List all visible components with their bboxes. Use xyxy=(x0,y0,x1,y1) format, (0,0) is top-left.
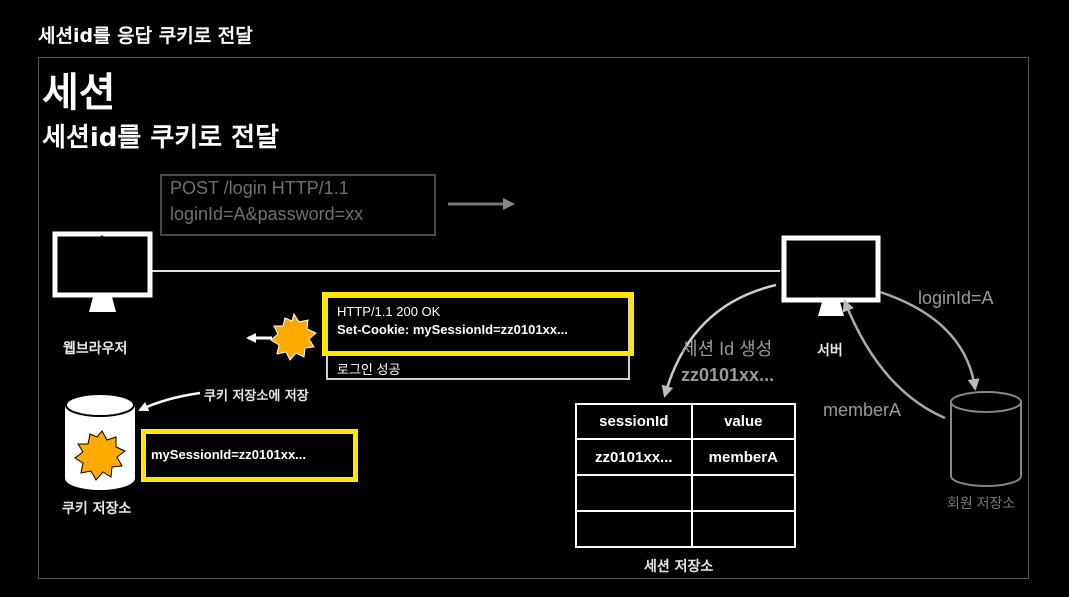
table-row xyxy=(575,474,797,512)
cookie-store-note: 쿠키 저장소에 저장 xyxy=(204,389,309,404)
cookie-value: mySessionId=zz0101xx... xyxy=(151,447,307,462)
table-cell xyxy=(690,474,797,512)
slide-frame xyxy=(38,57,1029,579)
table-cell xyxy=(575,474,693,512)
cookie-store-arrow xyxy=(138,391,201,412)
response-body: 로그인 성공 xyxy=(337,362,401,377)
table-header-cell: value xyxy=(690,403,797,440)
table-header-row: sessionId value xyxy=(575,403,797,440)
login-query-label: loginId=A xyxy=(918,288,994,308)
cookie-store-label: 쿠키 저장소 xyxy=(62,501,132,517)
server-monitor-icon xyxy=(781,235,881,316)
response-set-cookie: Set-Cookie: mySessionId=zz0101xx... xyxy=(337,322,568,337)
response-highlight xyxy=(322,292,634,356)
request-line: POST /login HTTP/1.1 xyxy=(170,178,349,198)
browser-monitor-icon xyxy=(52,231,153,312)
table-header-cell: sessionId xyxy=(575,403,693,440)
login-query-arrow xyxy=(879,290,980,391)
session-create-label: 세션 Id 생성 xyxy=(681,339,773,359)
session-store-table: sessionId value zz0101xx... memberA xyxy=(575,403,797,548)
table-cell: zz0101xx... xyxy=(575,438,693,476)
slide-subtitle: 세션id를 쿠키로 전달 xyxy=(42,123,279,153)
cookie-store-cylinder-icon xyxy=(65,393,135,490)
request-body: loginId=A&password=xx xyxy=(170,204,364,224)
response-burst-icon xyxy=(270,312,317,361)
table-cell: memberA xyxy=(690,438,797,476)
table-cell xyxy=(575,510,693,548)
response-status: HTTP/1.1 200 OK xyxy=(337,304,441,319)
server-label: 서버 xyxy=(817,343,843,359)
member-result-arrow xyxy=(842,299,946,420)
member-store-cylinder-icon xyxy=(950,391,1022,487)
slide-title: 세션 xyxy=(42,70,116,116)
session-store-label: 세션 저장소 xyxy=(644,559,714,575)
slide-caption: 세션id를 응답 쿠키로 전달 xyxy=(38,25,253,47)
member-store-label: 회원 저장소 xyxy=(947,495,1016,511)
member-result-label: memberA xyxy=(823,400,902,420)
browser-label: 웹브라우저 xyxy=(63,341,128,357)
cookie-value-highlight xyxy=(141,429,358,482)
session-create-arrow xyxy=(661,283,777,398)
table-row: zz0101xx... memberA xyxy=(575,438,797,476)
session-create-id: zz0101xx... xyxy=(681,365,775,385)
table-cell xyxy=(690,510,797,548)
http-response-box: HTTP/1.1 200 OK Set-Cookie: mySessionId=… xyxy=(326,296,630,380)
http-request-box: POST /login HTTP/1.1 loginId=A&password=… xyxy=(160,174,436,236)
table-row xyxy=(575,510,797,548)
